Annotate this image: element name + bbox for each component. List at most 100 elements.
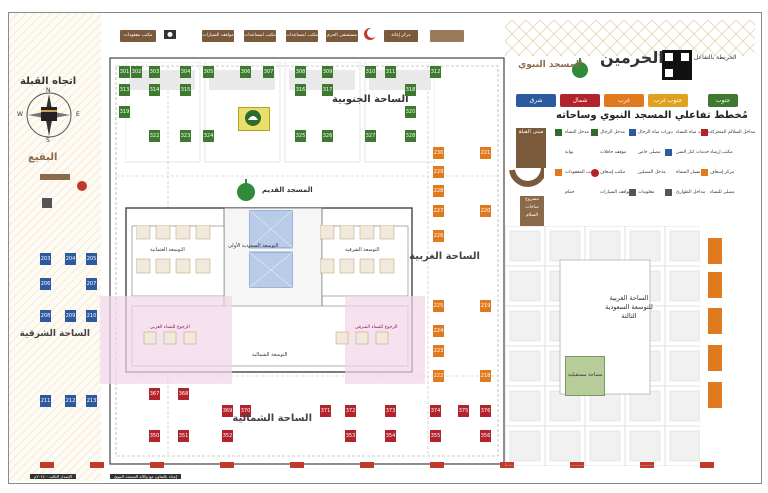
gate-box[interactable]: 315: [180, 84, 191, 96]
gate-box[interactable]: 375: [458, 405, 469, 417]
top-label-extra[interactable]: [430, 30, 464, 42]
gate-box[interactable]: 305: [203, 66, 214, 78]
gate-box[interactable]: 319: [119, 106, 130, 118]
brand-name: الحرمين: [600, 48, 664, 67]
gate-box[interactable]: 350: [149, 430, 160, 442]
tab-north[interactable]: شمال: [560, 94, 600, 107]
tab-east[interactable]: شرق: [516, 94, 556, 107]
gate-box[interactable]: 322: [149, 130, 160, 142]
third-expansion-plaza: [505, 226, 700, 466]
top-label-relief[interactable]: مركز إغاثة: [384, 30, 418, 42]
gate-box[interactable]: [708, 345, 722, 371]
compass-south: S: [46, 137, 50, 144]
gate-box[interactable]: 369: [222, 405, 233, 417]
qr-code-icon[interactable]: [662, 50, 692, 80]
ottoman-label: التوسعة العثمانية: [150, 247, 185, 253]
gate-box[interactable]: 353: [345, 430, 356, 442]
gate-box[interactable]: 204: [65, 253, 76, 265]
gate-box[interactable]: 356: [480, 430, 491, 442]
gate-box[interactable]: 302: [131, 66, 142, 78]
gate-box[interactable]: 312: [430, 66, 441, 78]
gate-box[interactable]: 371: [320, 405, 331, 417]
gate-box[interactable]: 320: [405, 106, 416, 118]
gate-box[interactable]: 326: [322, 130, 333, 142]
future-project-block[interactable]: [565, 356, 605, 396]
gate-box[interactable]: 325: [295, 130, 306, 142]
gate-box[interactable]: 212: [65, 395, 76, 407]
gate-box[interactable]: 314: [149, 84, 160, 96]
gate-box[interactable]: 224: [433, 325, 444, 337]
gate-box[interactable]: 304: [180, 66, 191, 78]
gate-box[interactable]: 376: [480, 405, 491, 417]
gate-box[interactable]: 355: [430, 430, 441, 442]
top-label-parking[interactable]: مواقف السيارات: [202, 30, 234, 42]
gate-box[interactable]: 229: [433, 166, 444, 178]
gate-box[interactable]: 218: [480, 370, 491, 382]
gate-box[interactable]: 205: [86, 253, 97, 265]
gate-box[interactable]: 219: [480, 300, 491, 312]
salam-project[interactable]: مشروع ساحات السلام: [520, 196, 544, 226]
compass-icon[interactable]: [22, 88, 76, 142]
gate-box[interactable]: 313: [119, 84, 130, 96]
gate-box[interactable]: 306: [240, 66, 251, 78]
gate-box[interactable]: [708, 272, 722, 298]
gate-box[interactable]: 213: [86, 395, 97, 407]
gate-box[interactable]: 309: [322, 66, 333, 78]
gate-box[interactable]: 228: [433, 185, 444, 197]
tab-south[interactable]: جنوب: [708, 94, 738, 107]
top-label-hospital[interactable]: مستشفى الحرم: [326, 30, 358, 42]
legend-item: مسار المشاة: [676, 170, 701, 175]
gate-box[interactable]: 203: [40, 253, 51, 265]
gate-box[interactable]: 310: [365, 66, 376, 78]
gate-box[interactable]: 354: [385, 430, 396, 442]
gate-box[interactable]: 220: [480, 205, 491, 217]
gate-box[interactable]: [708, 238, 722, 264]
gate-box[interactable]: 206: [40, 278, 51, 290]
gate-box[interactable]: 317: [322, 84, 333, 96]
gate-box[interactable]: 223: [433, 345, 444, 357]
gate-box[interactable]: 211: [40, 395, 51, 407]
gate-box[interactable]: 323: [180, 130, 191, 142]
gate-box[interactable]: 303: [149, 66, 160, 78]
gate-box[interactable]: 367: [149, 388, 160, 400]
gate-box[interactable]: 221: [480, 147, 491, 159]
gate-box[interactable]: 373: [385, 405, 396, 417]
gate-box[interactable]: 208: [40, 310, 51, 322]
gate-box[interactable]: 374: [430, 405, 441, 417]
top-label-assistance-1[interactable]: مكتب لمساعدات: [244, 30, 276, 42]
gate-box[interactable]: 316: [295, 84, 306, 96]
gate-box[interactable]: 207: [86, 278, 97, 290]
legend-item: مدخل المصلين: [638, 170, 666, 175]
gate-box[interactable]: 318: [405, 84, 416, 96]
gate-box[interactable]: 311: [385, 66, 396, 78]
tab-southwest[interactable]: جنوب غرب: [648, 94, 688, 107]
gate-box[interactable]: 225: [433, 300, 444, 312]
gate-box[interactable]: 226: [433, 230, 444, 242]
gate-box[interactable]: 210: [86, 310, 97, 322]
gate-box[interactable]: 308: [295, 66, 306, 78]
top-label-assistance-2[interactable]: مكتب لمساعدات: [286, 30, 318, 42]
gate-box[interactable]: 301: [119, 66, 130, 78]
gate-box[interactable]: 328: [405, 130, 416, 142]
gate-box[interactable]: 227: [433, 205, 444, 217]
gate-box[interactable]: 209: [65, 310, 76, 322]
gate-box[interactable]: 324: [203, 130, 214, 142]
gate-box[interactable]: 230: [433, 147, 444, 159]
gate-box[interactable]: [708, 308, 722, 334]
gate-box[interactable]: 368: [178, 388, 189, 400]
tab-west[interactable]: غرب: [604, 94, 644, 107]
east-courtyard-squares: [320, 225, 395, 274]
gate-box[interactable]: 372: [345, 405, 356, 417]
gate-box[interactable]: 352: [222, 430, 233, 442]
map-title: مُخطط تفاعلي المسجد النبوي وساحاته: [556, 110, 748, 121]
left-services-icons: [40, 174, 87, 208]
top-label-lost-found[interactable]: مكتب مفقودات: [120, 30, 156, 42]
gate-box[interactable]: 370: [240, 405, 251, 417]
gate-box[interactable]: 307: [263, 66, 274, 78]
gate-box[interactable]: 327: [365, 130, 376, 142]
legend-item: موقف حافلات: [600, 150, 627, 155]
gate-box[interactable]: 222: [433, 370, 444, 382]
gate-box[interactable]: [708, 382, 722, 408]
gate-box[interactable]: 351: [178, 430, 189, 442]
legend-item: مصلى خاص: [638, 150, 661, 155]
